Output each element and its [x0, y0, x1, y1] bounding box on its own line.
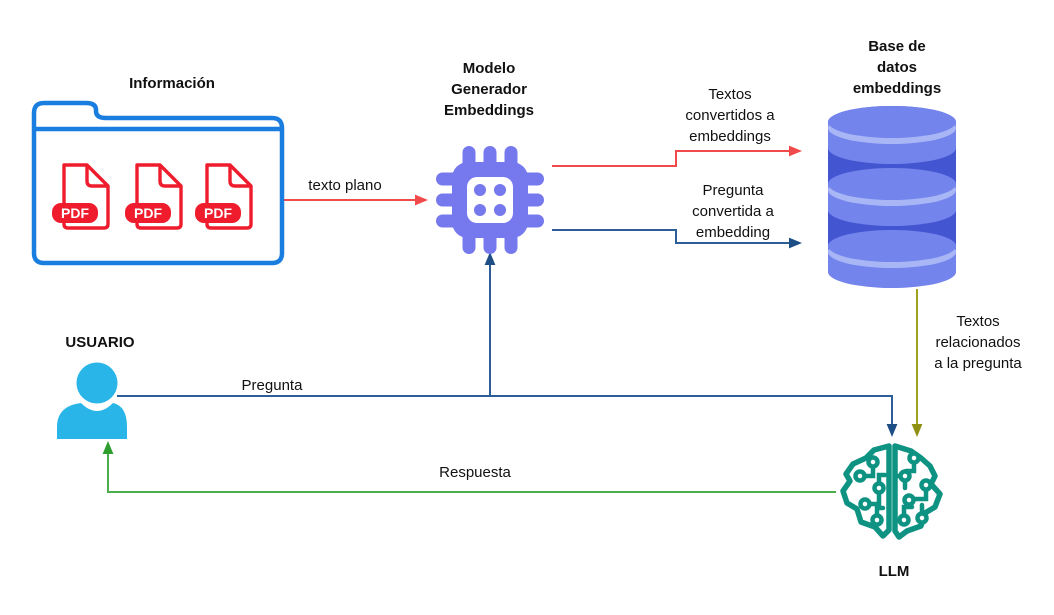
user-icon: [57, 362, 127, 439]
modelo-label-line: Embeddings: [443, 102, 535, 119]
modelo-label: Modelo Generador Embeddings: [444, 58, 534, 121]
informacion-label: Información: [129, 73, 215, 94]
textos-relacionados-arrowhead: [911, 424, 923, 437]
respuesta-arrowhead: [102, 441, 114, 454]
pdf-badge: [52, 203, 98, 223]
pdf-file-icon: PDF: [52, 163, 110, 230]
textos-convertidos-label-line: embeddings: [689, 128, 771, 145]
pregunta-convertida-arrowhead: [789, 237, 802, 249]
pdf-file-icon: PDF: [125, 163, 183, 230]
llm-label: LLM: [879, 561, 910, 582]
pregunta-convertida-label: Pregunta convertida a embedding: [692, 180, 774, 243]
modelo-label-line: Generador: [451, 81, 527, 98]
textos-convertidos-label: Textos convertidos a embeddings: [685, 84, 774, 147]
usuario-label: USUARIO: [65, 332, 134, 353]
pregunta-arrow-line: [117, 395, 893, 427]
respuesta-label-text: Respuesta: [439, 464, 511, 481]
texto-plano-label: texto plano: [308, 175, 381, 196]
pdf-badge: [125, 203, 171, 223]
textos-relacionados-label-line: relacionados: [935, 334, 1021, 351]
texto-plano-label-text: texto plano: [308, 177, 382, 194]
base-datos-label-line: embeddings: [852, 80, 942, 97]
textos-relacionados-label-line: Textos: [956, 313, 1000, 330]
pdf-badge-label: PDF: [134, 205, 162, 221]
usuario-label-text: USUARIO: [65, 334, 135, 351]
pregunta-arrowhead-chip: [484, 252, 496, 265]
base-datos-label-line: Base de: [868, 38, 926, 55]
base-datos-label-line: datos: [876, 59, 918, 76]
respuesta-label: Respuesta: [439, 462, 511, 483]
pdf-badge: [195, 203, 241, 223]
textos-relacionados-label: Textos relacionados a la pregunta: [934, 311, 1022, 374]
pregunta-label-text: Pregunta: [241, 377, 303, 394]
pdf-file-icon: PDF: [195, 163, 253, 230]
pregunta-convertida-label-line: convertida a: [692, 203, 774, 220]
pregunta-arrowhead-llm: [886, 424, 898, 437]
textos-convertidos-arrowhead: [789, 145, 802, 157]
respuesta-arrow-line: [107, 450, 836, 493]
informacion-label-text: Información: [129, 75, 215, 92]
textos-convertidos-label-line: convertidos a: [685, 107, 775, 124]
modelo-label-line: Modelo: [462, 60, 516, 77]
textos-relacionados-label-line: a la pregunta: [934, 355, 1022, 372]
texto-plano-arrowhead: [415, 194, 428, 206]
textos-convertidos-arrow-line: [552, 150, 792, 167]
textos-convertidos-label-line: Textos: [708, 86, 752, 103]
pregunta-convertida-arrow-line: [552, 229, 792, 244]
database-icon: [828, 106, 956, 288]
pregunta-convertida-label-line: embedding: [695, 224, 771, 241]
pdf-badge-label: PDF: [61, 205, 89, 221]
chip-icon: [436, 146, 544, 254]
pregunta-convertida-label-line: Pregunta: [702, 182, 764, 199]
llm-label-text: LLM: [878, 563, 910, 580]
pdf-badge-label: PDF: [204, 205, 232, 221]
base-datos-label: Base de datos embeddings: [853, 36, 941, 99]
brain-circuit-icon: [840, 443, 943, 540]
pregunta-label: Pregunta: [242, 375, 303, 396]
